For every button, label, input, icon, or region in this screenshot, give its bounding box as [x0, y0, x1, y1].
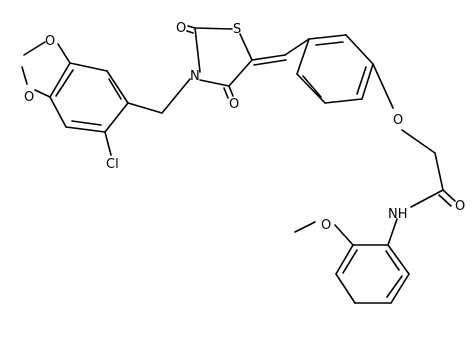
methoxy-oxygen-label: O — [321, 218, 331, 233]
dioxole-oxygen-2-label: O — [24, 90, 34, 105]
amide-oxygen-label: O — [455, 199, 465, 214]
atom-labels: S N O O Cl O O O O NH O — [24, 21, 465, 233]
ether-oxygen-label: O — [393, 113, 403, 128]
c2-carbonyl-oxygen-label: O — [176, 21, 186, 36]
thiazolidinedione-ring — [186, 25, 253, 99]
dioxole-oxygen-1-label: O — [45, 34, 55, 49]
ring-nitrogen-label: N — [190, 69, 200, 84]
n-methylene-bridge — [127, 78, 191, 114]
exocyclic-double-bond — [251, 38, 310, 66]
phenylene-ring — [296, 34, 374, 104]
chlorine-atom-label: Cl — [106, 157, 119, 172]
benzodioxole-ring — [21, 41, 129, 156]
c4-carbonyl-oxygen-label: O — [229, 97, 239, 112]
amide-nh-label: NH — [388, 207, 408, 222]
sulfur-atom-label: S — [233, 22, 241, 37]
oxyacetamide-linker — [372, 63, 456, 246]
methoxyphenyl-ring — [294, 221, 410, 304]
